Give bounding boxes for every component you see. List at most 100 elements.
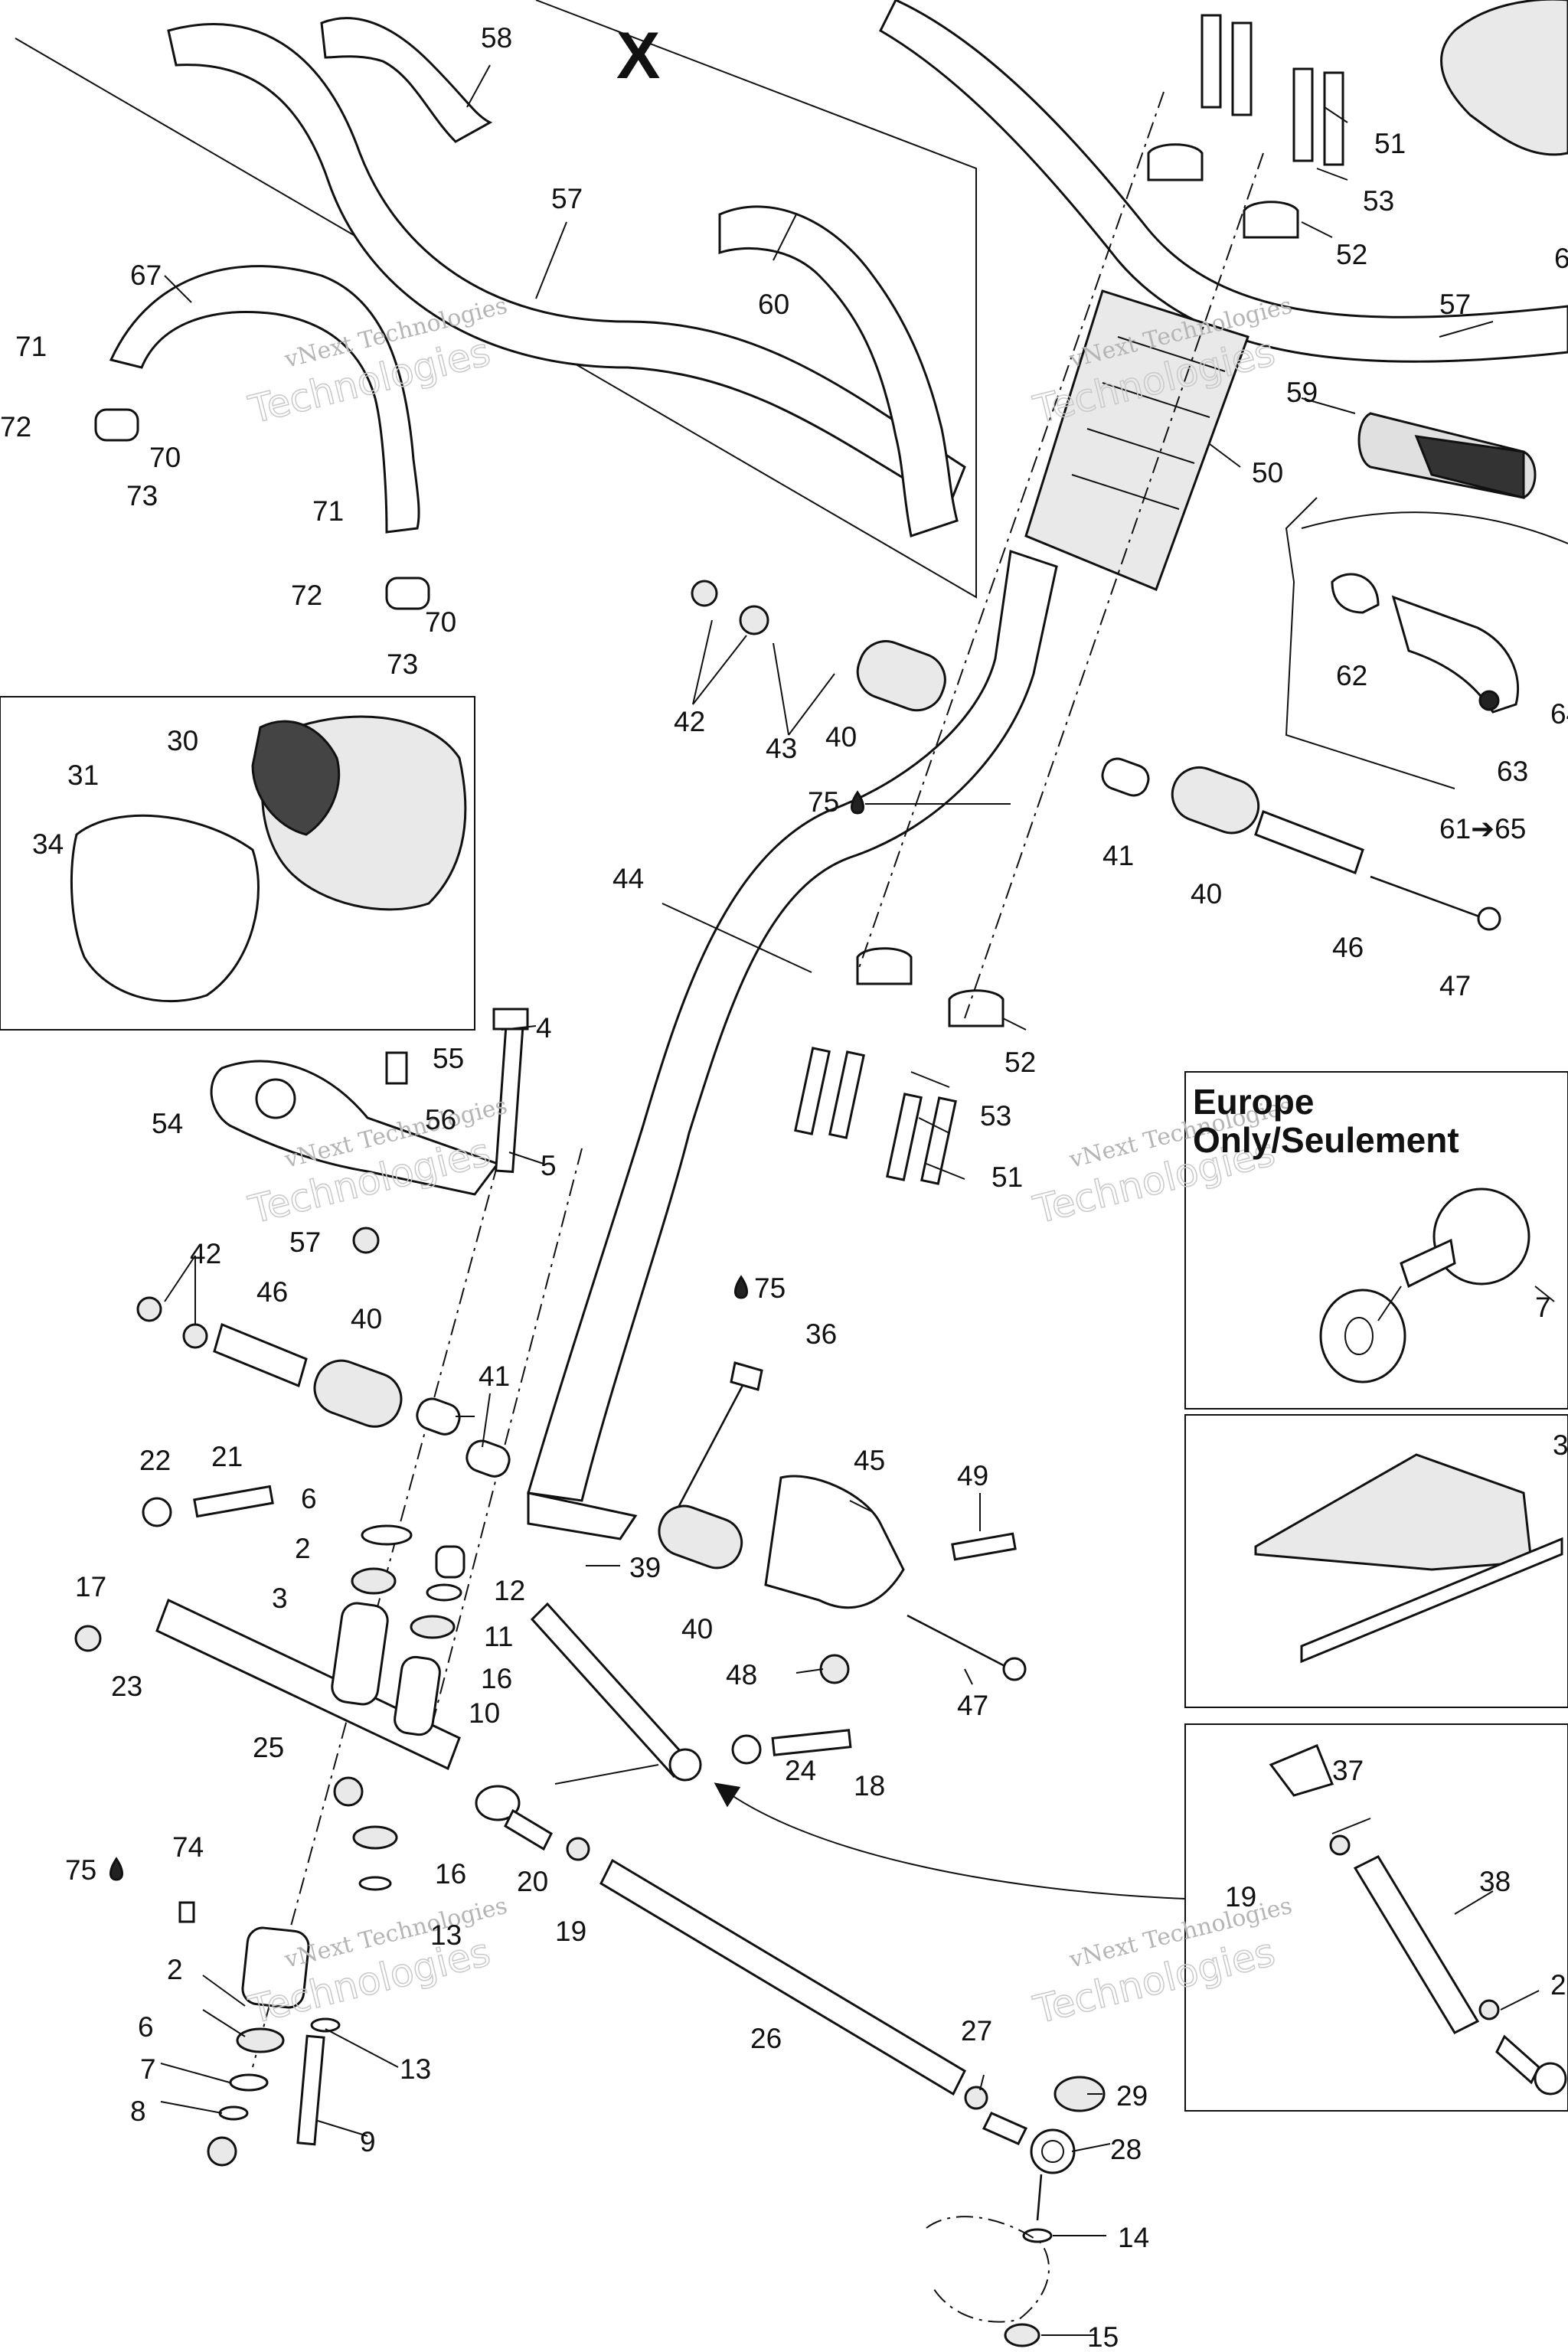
callout-number: 37	[1332, 1755, 1364, 1786]
callout-number: 4	[536, 1012, 552, 1044]
callout-number: 57	[289, 1227, 321, 1258]
callout-number: 49	[957, 1460, 988, 1491]
callout-number: 55	[433, 1043, 464, 1074]
callout-number: 51	[991, 1161, 1023, 1193]
callout-number: 13	[430, 1919, 462, 1951]
grease-marker: 75	[65, 1854, 123, 1886]
callout-number: 73	[387, 648, 418, 680]
callout-number: 50	[1252, 457, 1283, 488]
callout-number: 58	[481, 22, 512, 54]
handlebar-assembly	[94, 0, 1568, 714]
callout-labels: 5857606771727073717270735153526657595062…	[0, 22, 1568, 2352]
right-insets	[1254, 1187, 1567, 2096]
callout-number: 6	[301, 1483, 317, 1514]
callout-number: 43	[766, 733, 797, 764]
lower-left-parts	[74, 1008, 529, 2167]
grease-marker: 75	[734, 1272, 786, 1304]
callout-number: 38	[1479, 1866, 1511, 1897]
callout-number: 12	[494, 1575, 525, 1606]
callout-number: 21	[211, 1441, 243, 1472]
grease-marker: 75	[808, 786, 864, 818]
europe-box-title-line1: Europe	[1193, 1082, 1314, 1122]
callout-number: 16	[435, 1858, 466, 1890]
tie-rod-assembly	[475, 1361, 1186, 2347]
callout-number: 40	[1191, 878, 1222, 910]
callout-number: 41	[479, 1361, 510, 1392]
grease-label: 75	[65, 1854, 96, 1886]
leader-lines	[160, 64, 1555, 2336]
callout-number: 15	[1087, 2321, 1119, 2352]
callout-number: 40	[351, 1303, 382, 1334]
callout-number: 45	[854, 1445, 885, 1476]
callout-number: 3	[1553, 1429, 1568, 1461]
callout-number: 31	[67, 760, 99, 791]
callout-number: 2	[167, 1954, 183, 1985]
callout-number: 20	[517, 1866, 548, 1897]
callout-number: 8	[130, 2096, 146, 2127]
callout-number: 29	[1116, 2080, 1148, 2112]
callout-number: 47	[957, 1690, 988, 1721]
callout-number: 60	[758, 289, 789, 320]
callout-number: 26	[750, 2023, 782, 2054]
callout-number: 39	[629, 1552, 661, 1583]
callout-number: 53	[1363, 185, 1394, 217]
callout-number: 63	[1497, 756, 1528, 787]
grease-label: 75	[754, 1272, 786, 1304]
grease-drop-icon	[734, 1275, 748, 1299]
callout-number: 7	[140, 2053, 156, 2085]
europe-box-title-line2: Only/Seulement	[1193, 1120, 1459, 1160]
callout-number: 2	[1550, 1969, 1566, 2001]
callout-number: 18	[854, 1770, 885, 1802]
callout-number: 53	[980, 1100, 1011, 1132]
callout-number: 2	[295, 1533, 311, 1564]
callout-number: 34	[32, 828, 64, 860]
callout-number: 51	[1374, 128, 1406, 159]
callout-number: 59	[1286, 377, 1318, 408]
callout-number: 64	[1550, 698, 1568, 730]
callout-number: 44	[612, 863, 644, 894]
callout-number: 3	[272, 1583, 288, 1614]
callout-number: 52	[1336, 239, 1367, 270]
callout-number: 30	[167, 725, 198, 756]
callout-number: 74	[172, 1831, 204, 1863]
airbox-inset	[70, 715, 467, 1003]
callout-number: 72	[0, 411, 31, 443]
callout-number: 71	[312, 495, 344, 527]
callout-number: 40	[825, 721, 857, 753]
callout-number: 62	[1336, 660, 1367, 691]
callout-number: 71	[15, 331, 47, 362]
callout-number: 13	[400, 2053, 431, 2085]
callout-number: 11	[484, 1621, 513, 1652]
callout-number: 28	[1110, 2134, 1142, 2165]
grease-label: 75	[808, 786, 839, 818]
callout-number: 27	[961, 2015, 992, 2047]
callout-number: 57	[1439, 289, 1471, 320]
callout-number: 19	[555, 1916, 586, 1947]
callout-number: 9	[360, 2126, 376, 2158]
grease-drop-icon	[851, 790, 864, 815]
callout-number: 24	[785, 1755, 816, 1786]
callout-number: 54	[152, 1108, 183, 1139]
callout-number: 57	[551, 183, 583, 214]
callout-number: 41	[1102, 840, 1134, 871]
callout-number: 72	[291, 580, 322, 611]
callout-number: 42	[190, 1238, 221, 1269]
steering-column	[252, 14, 1501, 2068]
callout-number: 42	[674, 706, 705, 737]
callout-number: 17	[75, 1571, 106, 1602]
callout-number: 40	[681, 1613, 713, 1645]
callout-number: 5	[541, 1150, 557, 1181]
callout-number: 10	[469, 1697, 500, 1729]
callout-number: 25	[253, 1732, 284, 1763]
callout-number: 14	[1118, 2222, 1149, 2253]
grease-drop-icon	[109, 1857, 123, 1881]
callout-number: 22	[139, 1445, 171, 1476]
region-frames	[0, 0, 1568, 2112]
callout-number: 19	[1225, 1881, 1256, 1913]
callout-number: 7	[1535, 1292, 1551, 1323]
callout-number: 52	[1004, 1047, 1036, 1078]
callout-number: 70	[149, 442, 181, 473]
callout-number: 23	[111, 1671, 142, 1702]
callout-number: 61➔65	[1439, 813, 1526, 844]
